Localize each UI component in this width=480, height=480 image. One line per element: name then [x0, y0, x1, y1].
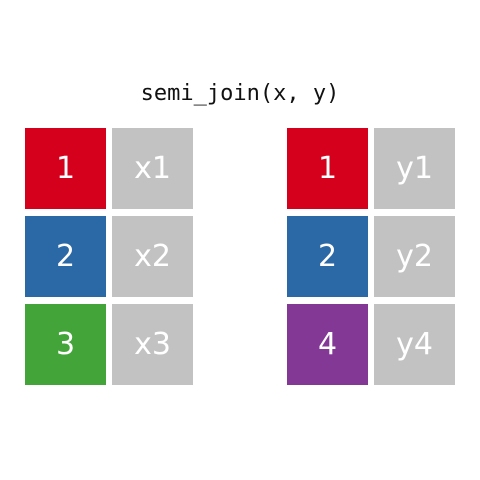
- table-y-key-cell: 4: [287, 304, 368, 385]
- diagram-title: semi_join(x, y): [140, 81, 340, 106]
- table-y-value-cell: y2: [374, 216, 455, 297]
- table-x-row-2: 2 x2: [25, 216, 193, 297]
- table-y-key-cell: 2: [287, 216, 368, 297]
- table-y-key-cell: 1: [287, 128, 368, 209]
- table-y-value-cell: y1: [374, 128, 455, 209]
- table-x-value-cell: x3: [112, 304, 193, 385]
- table-x-key-cell: 1: [25, 128, 106, 209]
- table-x: 1 x1 2 x2 3 x3: [25, 128, 193, 392]
- table-x-row-1: 1 x1: [25, 128, 193, 209]
- table-y-row-2: 2 y2: [287, 216, 455, 297]
- table-x-key-cell: 2: [25, 216, 106, 297]
- table-x-value-cell: x1: [112, 128, 193, 209]
- table-y: 1 y1 2 y2 4 y4: [287, 128, 455, 392]
- table-y-row-3: 4 y4: [287, 304, 455, 385]
- table-y-row-1: 1 y1: [287, 128, 455, 209]
- table-x-row-3: 3 x3: [25, 304, 193, 385]
- table-y-value-cell: y4: [374, 304, 455, 385]
- table-x-key-cell: 3: [25, 304, 106, 385]
- table-x-value-cell: x2: [112, 216, 193, 297]
